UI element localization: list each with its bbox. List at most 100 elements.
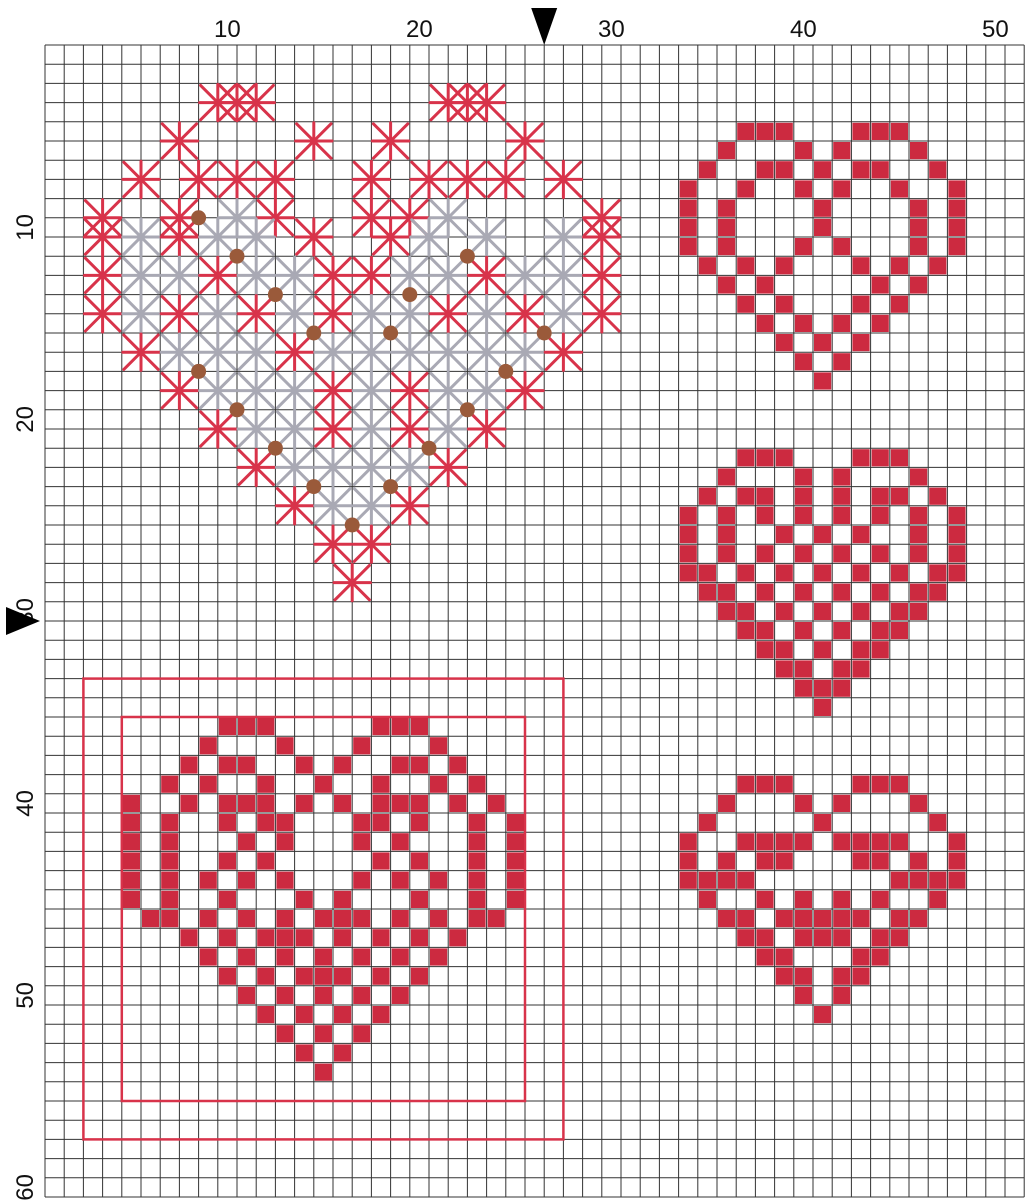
stitch-square [833, 680, 850, 697]
stitch-square [372, 852, 389, 869]
stitch-square [276, 987, 293, 1004]
gray-star-stitch [315, 449, 351, 485]
stitch-square [852, 776, 869, 793]
stitch-square [315, 910, 332, 927]
stitch-square [680, 180, 697, 197]
stitch-square [219, 814, 236, 831]
stitch-square [795, 238, 812, 255]
stitch-square [756, 123, 773, 140]
gray-star-stitch [238, 257, 274, 293]
stitch-square [833, 468, 850, 485]
stitch-square [257, 814, 274, 831]
stitch-square [507, 872, 524, 889]
stitch-square [776, 564, 793, 581]
red-star-stitch [411, 161, 447, 197]
stitch-square [737, 872, 754, 889]
stitch-square [507, 891, 524, 908]
stitch-square [468, 891, 485, 908]
stitch-square [737, 296, 754, 313]
stitch-square [852, 660, 869, 677]
stitch-square [219, 929, 236, 946]
red-star-stitch [123, 161, 159, 197]
red-star-stitch [161, 296, 197, 332]
stitch-square [910, 584, 927, 601]
stitch-square [756, 161, 773, 178]
gray-star-stitch [238, 334, 274, 370]
stitch-square [910, 872, 927, 889]
stitch-square [468, 814, 485, 831]
red-star-stitch [200, 257, 236, 293]
stitch-square [411, 891, 428, 908]
stitch-square [795, 353, 812, 370]
stitch-square [833, 507, 850, 524]
stitch-square [334, 910, 351, 927]
gray-star-stitch [430, 257, 466, 293]
stitch-square [833, 545, 850, 562]
stitch-square [756, 545, 773, 562]
stitch-square [334, 929, 351, 946]
stitch-square [699, 488, 716, 505]
stitch-square [238, 756, 255, 773]
stitch-square [315, 776, 332, 793]
stitch-square [680, 238, 697, 255]
stitch-square [756, 507, 773, 524]
red-star-stitch [449, 161, 485, 197]
red-star-stitch [372, 219, 408, 255]
stitch-square [718, 200, 735, 217]
bead-dot [402, 287, 417, 302]
stitch-square [776, 296, 793, 313]
red-star-stitch [545, 161, 581, 197]
gray-star-stitch [123, 219, 159, 255]
stitch-square [737, 257, 754, 274]
stitch-square [776, 257, 793, 274]
stitch-square [852, 296, 869, 313]
stitch-square [430, 776, 447, 793]
bead-dot [498, 364, 513, 379]
gray-star-stitch [411, 219, 447, 255]
stitch-square [468, 872, 485, 889]
stitch-square [718, 584, 735, 601]
stitch-square [372, 1006, 389, 1023]
bead-dot [230, 249, 245, 264]
top-axis-label: 40 [790, 16, 817, 43]
stitch-square [910, 526, 927, 543]
stitch-square [833, 795, 850, 812]
stitch-square [200, 737, 217, 754]
gray-star-stitch [276, 296, 312, 332]
gray-star-stitch [353, 372, 389, 408]
stitch-square [776, 776, 793, 793]
gray-star-stitch [507, 257, 543, 293]
red-star-stitch [584, 257, 620, 293]
left-axis-label: 10 [12, 214, 39, 241]
stitch-square [833, 238, 850, 255]
red-star-stitch [238, 449, 274, 485]
stitch-square [296, 1006, 313, 1023]
stitch-square [795, 622, 812, 639]
gray-star-stitch [276, 257, 312, 293]
stitch-square [392, 795, 409, 812]
stitch-square [180, 929, 197, 946]
stitch-square [507, 814, 524, 831]
red-star-stitch [276, 488, 312, 524]
stitch-square [276, 1025, 293, 1042]
stitch-square [929, 814, 946, 831]
stitch-square [353, 1025, 370, 1042]
stitch-square [737, 603, 754, 620]
stitch-square [756, 488, 773, 505]
red-star-stitch [200, 411, 236, 447]
stitch-square [334, 1044, 351, 1061]
gray-star-stitch [353, 334, 389, 370]
stitch-square [910, 507, 927, 524]
stitch-square [334, 756, 351, 773]
stitch-square [699, 814, 716, 831]
red-star-stitch [545, 334, 581, 370]
gray-star-stitch [468, 219, 504, 255]
stitch-square [507, 852, 524, 869]
stitch-square [449, 756, 466, 773]
stitch-square [910, 852, 927, 869]
stitch-square [161, 814, 178, 831]
stitch-square [257, 968, 274, 985]
stitch-square [430, 872, 447, 889]
stitch-square [814, 219, 831, 236]
stitch-square [315, 1025, 332, 1042]
